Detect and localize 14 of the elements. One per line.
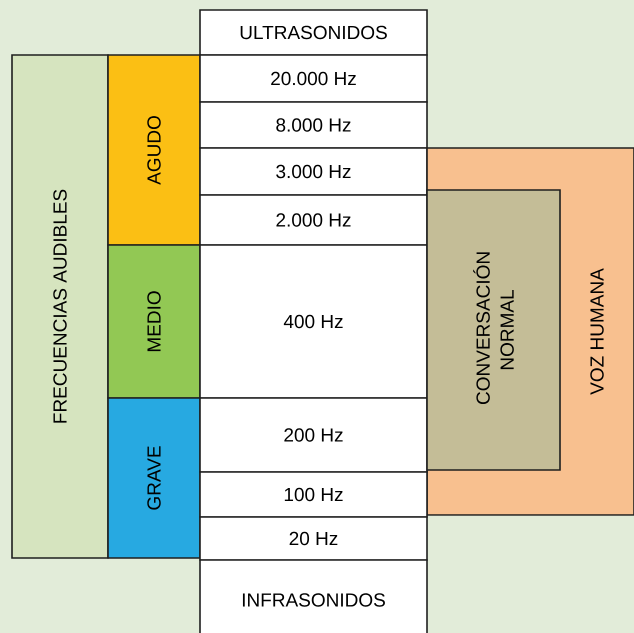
range-box: MEDIO: [107, 244, 201, 399]
frequency-cell: 200 Hz: [199, 397, 428, 473]
frequency-cell: 100 Hz: [199, 471, 428, 518]
frequency-cell: 2.000 Hz: [199, 194, 428, 246]
band-cell: INFRASONIDOS: [199, 559, 428, 633]
band-box: FRECUENCIAS AUDIBLES: [11, 54, 109, 559]
frequency-cell: 3.000 Hz: [199, 147, 428, 196]
range-box: AGUDO: [107, 54, 201, 246]
range-box: CONVERSACIÓN NORMAL: [426, 189, 561, 471]
frequency-cell: 20 Hz: [199, 516, 428, 561]
frequency-cell: 20.000 Hz: [199, 54, 428, 103]
band-cell: ULTRASONIDOS: [199, 9, 428, 56]
frequency-cell: 8.000 Hz: [199, 101, 428, 149]
range-box: GRAVE: [107, 397, 201, 559]
